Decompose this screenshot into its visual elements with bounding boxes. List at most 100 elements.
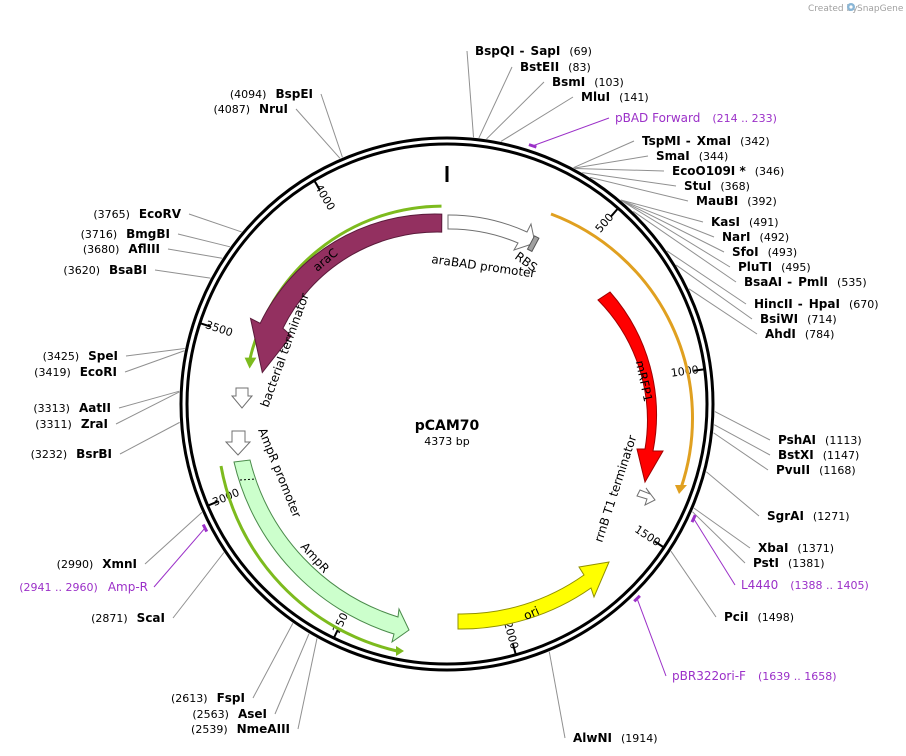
enzyme-leader <box>295 108 341 159</box>
enzyme-name: EcoRV <box>139 207 182 221</box>
enzyme-name: AseI <box>238 707 267 721</box>
enzyme-site: BstEII(83) <box>520 60 591 74</box>
primer-name: Amp-R <box>108 580 148 594</box>
enzyme-leader <box>500 96 574 142</box>
enzyme-name: FspI <box>217 691 245 705</box>
AmpR-feature <box>233 459 410 644</box>
tick-mark <box>200 322 211 328</box>
enzyme-position: (4094) <box>230 88 267 101</box>
enzyme-position: (3311) <box>35 418 72 431</box>
enzyme-position: (2613) <box>171 692 208 705</box>
enzyme-leader <box>693 507 751 549</box>
enzyme-position: (670) <box>849 298 879 311</box>
enzyme-position: (492) <box>760 231 790 244</box>
enzyme-site: StuI(368) <box>684 179 750 193</box>
enzyme-leader <box>118 390 180 409</box>
enzyme-leader <box>574 167 665 172</box>
enzyme-name: BsaAI <box>744 275 782 289</box>
enzyme-position: (1371) <box>797 542 834 555</box>
enzyme-site: BstXI(1147) <box>778 448 859 462</box>
enzyme-position: (535) <box>837 276 867 289</box>
enzyme-leader <box>119 421 180 455</box>
primer-site-mark <box>690 514 697 523</box>
primer-site-mark <box>633 594 641 603</box>
enzyme-position: (1271) <box>813 510 850 523</box>
bacterial-terminator-feature <box>230 387 254 409</box>
enzyme-site: FspI (2613) <box>171 691 245 705</box>
tick-mark <box>693 368 704 372</box>
primer-label: Amp-R(2941 .. 2960) <box>19 580 148 594</box>
enzyme-leader <box>320 93 343 158</box>
enzyme-name: AlwNI <box>573 731 612 745</box>
enzyme-leader <box>670 550 717 618</box>
enzyme-leader <box>713 432 769 471</box>
enzyme-position: (714) <box>807 313 837 326</box>
primer-range: (1388 .. 1405) <box>790 579 869 592</box>
enzyme-name: XbaI <box>758 541 788 555</box>
mRFP1-orf-arrowhead <box>675 485 687 494</box>
credit-brand: SnapGene <box>857 4 904 14</box>
enzyme-leader <box>633 210 737 283</box>
enzyme-leader <box>177 233 231 248</box>
tick-label: 4000 <box>312 182 337 213</box>
ori-label: ori <box>521 604 541 623</box>
enzyme-leader-lines <box>115 50 771 739</box>
araC-feature <box>249 213 443 374</box>
primer-name: pBR322ori-F <box>672 669 746 683</box>
enzyme-leader <box>666 250 747 305</box>
enzyme-site: MauBI(392) <box>696 194 777 208</box>
enzyme-name: BstXI <box>778 448 814 462</box>
enzyme-site: AflIII (3680) <box>83 242 160 256</box>
enzyme-leader <box>621 200 731 268</box>
enzyme-position: (3680) <box>83 243 120 256</box>
enzyme-name: PluTI <box>738 260 772 274</box>
enzyme-separator: - <box>520 44 525 58</box>
enzyme-leader <box>124 350 185 373</box>
primer-leader <box>153 527 206 588</box>
enzyme-position: (1498) <box>758 611 795 624</box>
enzyme-site: BsaBI(3620) <box>63 263 147 277</box>
tick-mark <box>610 208 619 218</box>
enzyme-site: AseI(2563) <box>192 707 267 721</box>
enzyme-leader <box>582 172 677 187</box>
enzyme-site: PciI(1498) <box>724 610 794 624</box>
enzyme-leader <box>144 512 203 565</box>
enzyme-site: NruI(4087) <box>213 102 288 116</box>
tick-label: 3500 <box>204 318 235 339</box>
enzyme-leader <box>692 511 746 564</box>
backbone-inner <box>185 142 709 666</box>
enzyme-name: KasI <box>711 215 740 229</box>
tick-mark <box>313 180 321 191</box>
enzyme-separator: - <box>686 134 691 148</box>
mRFP1-feature <box>597 291 664 484</box>
enzyme-position: (1168) <box>819 464 856 477</box>
enzyme-leader <box>188 213 242 233</box>
enzyme-name: SgrAI <box>767 509 804 523</box>
enzyme-site: BspQI-SapI(69) <box>475 44 592 58</box>
enzyme-leader <box>125 347 185 357</box>
snapgene-credit: Created by SnapGene <box>808 3 904 14</box>
enzyme-name: MauBI <box>696 194 738 208</box>
enzyme-site: BsmI(103) <box>552 75 624 89</box>
primer-label: pBR322ori-F(1639 .. 1658) <box>672 669 837 683</box>
rrnB-terminator-feature <box>636 487 656 506</box>
primer-label: pBAD Forward(214 .. 233) <box>615 111 777 125</box>
tick-label: 1500 <box>632 523 663 549</box>
enzyme-position: (69) <box>569 45 592 58</box>
enzyme-leader <box>486 81 545 140</box>
enzyme-leader <box>478 66 513 139</box>
enzyme-name: BstEII <box>520 60 559 74</box>
enzyme-name: NarI <box>722 230 751 244</box>
enzyme-site: TspMI-XmaI(342) <box>642 134 770 148</box>
enzyme-site: SmaI(344) <box>656 149 728 163</box>
enzyme-leader <box>548 651 566 739</box>
enzyme-leader <box>620 199 715 238</box>
enzyme-site: BspEI(4094) <box>230 87 313 101</box>
enzyme-site: BsaAI-PmlI(535) <box>744 275 867 289</box>
AmpR-promoter-feature <box>224 430 252 456</box>
enzyme-name-2: SapI <box>531 44 561 58</box>
enzyme-site: EcoRI(3419) <box>34 365 117 379</box>
enzyme-name: AflIII <box>128 242 160 256</box>
enzyme-name: XmnI <box>102 557 137 571</box>
